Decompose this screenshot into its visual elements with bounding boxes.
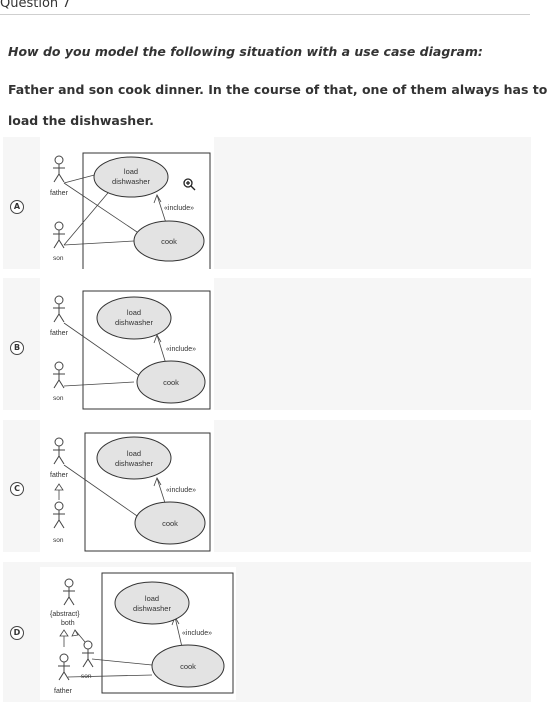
question-situation: Father and son cook dinner. In the cours… (8, 82, 548, 128)
svg-text:load: load (124, 167, 138, 176)
question-header: Question 7 (0, 0, 530, 15)
svg-text:cook: cook (163, 378, 179, 387)
usecase-cook (133, 220, 205, 262)
svg-text:cook: cook (161, 237, 177, 246)
actor-label: father (50, 190, 69, 197)
actor-abstract-both (63, 578, 75, 606)
actor-father (53, 295, 65, 323)
svg-text:son: son (53, 537, 64, 544)
svg-text:load: load (127, 308, 141, 317)
svg-text:father: father (50, 472, 69, 479)
svg-text:cook: cook (180, 662, 196, 671)
actor-father (53, 155, 65, 183)
use-case-diagram-a: father son load dishwasher (41, 137, 213, 269)
option-b-diagram: father son load dishwasher cook «include… (40, 278, 214, 410)
svg-text:{abstract}: {abstract} (50, 611, 80, 618)
usecase-load-dishwasher (96, 296, 172, 340)
include-label: «include» (166, 487, 196, 494)
include-label: «include» (164, 205, 194, 212)
actor-label: son (53, 255, 64, 262)
option-a-radio[interactable]: A (10, 200, 24, 214)
usecase-load-dishwasher (93, 156, 169, 198)
system-boundary (101, 572, 234, 694)
use-case-diagram-c: father son load dishwasher (50, 432, 211, 552)
question-title: Question 7 (0, 0, 71, 11)
actor-son (53, 361, 65, 389)
usecase-load-dishwasher (96, 436, 172, 480)
option-d[interactable]: D {abstract} both (3, 562, 531, 702)
svg-text:both: both (61, 620, 75, 627)
option-c-diagram: father son load dishwasher (40, 420, 214, 552)
question-prompt: How do you model the following situation… (8, 44, 483, 59)
usecase-cook (136, 360, 206, 404)
svg-text:dishwasher: dishwasher (133, 604, 171, 613)
option-d-diagram: {abstract} both son (40, 567, 236, 700)
actor-father (58, 653, 70, 681)
svg-text:father: father (50, 330, 69, 337)
option-a[interactable]: A father son (3, 137, 531, 269)
actor-son (53, 221, 65, 249)
include-label: «include» (182, 630, 212, 637)
option-b-radio[interactable]: B (10, 341, 24, 355)
actor-father (53, 437, 65, 465)
svg-text:load: load (127, 449, 141, 458)
usecase-cook (134, 501, 206, 545)
system-boundary (84, 432, 211, 552)
actor-son (53, 501, 65, 529)
usecase-cook (151, 644, 225, 688)
svg-text:cook: cook (162, 519, 178, 528)
svg-text:dishwasher: dishwasher (112, 177, 150, 186)
svg-text:dishwasher: dishwasher (115, 318, 153, 327)
option-d-radio[interactable]: D (10, 626, 24, 640)
zoom-in-icon (183, 178, 196, 191)
use-case-diagram-d: {abstract} both son (50, 572, 234, 695)
svg-text:load: load (145, 594, 159, 603)
include-label: «include» (166, 346, 196, 353)
option-c-radio[interactable]: C (10, 482, 24, 496)
svg-text:son: son (53, 395, 64, 402)
option-b[interactable]: B father son (3, 278, 531, 410)
actor-son (82, 640, 94, 668)
option-c[interactable]: C father son (3, 420, 531, 552)
svg-text:father: father (54, 688, 73, 695)
svg-text:dishwasher: dishwasher (115, 459, 153, 468)
option-a-diagram: father son load dishwasher (40, 137, 214, 269)
use-case-diagram-b: father son load dishwasher cook «include… (50, 290, 211, 410)
system-boundary (82, 290, 211, 410)
usecase-load-dishwasher (114, 581, 190, 625)
system-boundary (82, 152, 211, 269)
